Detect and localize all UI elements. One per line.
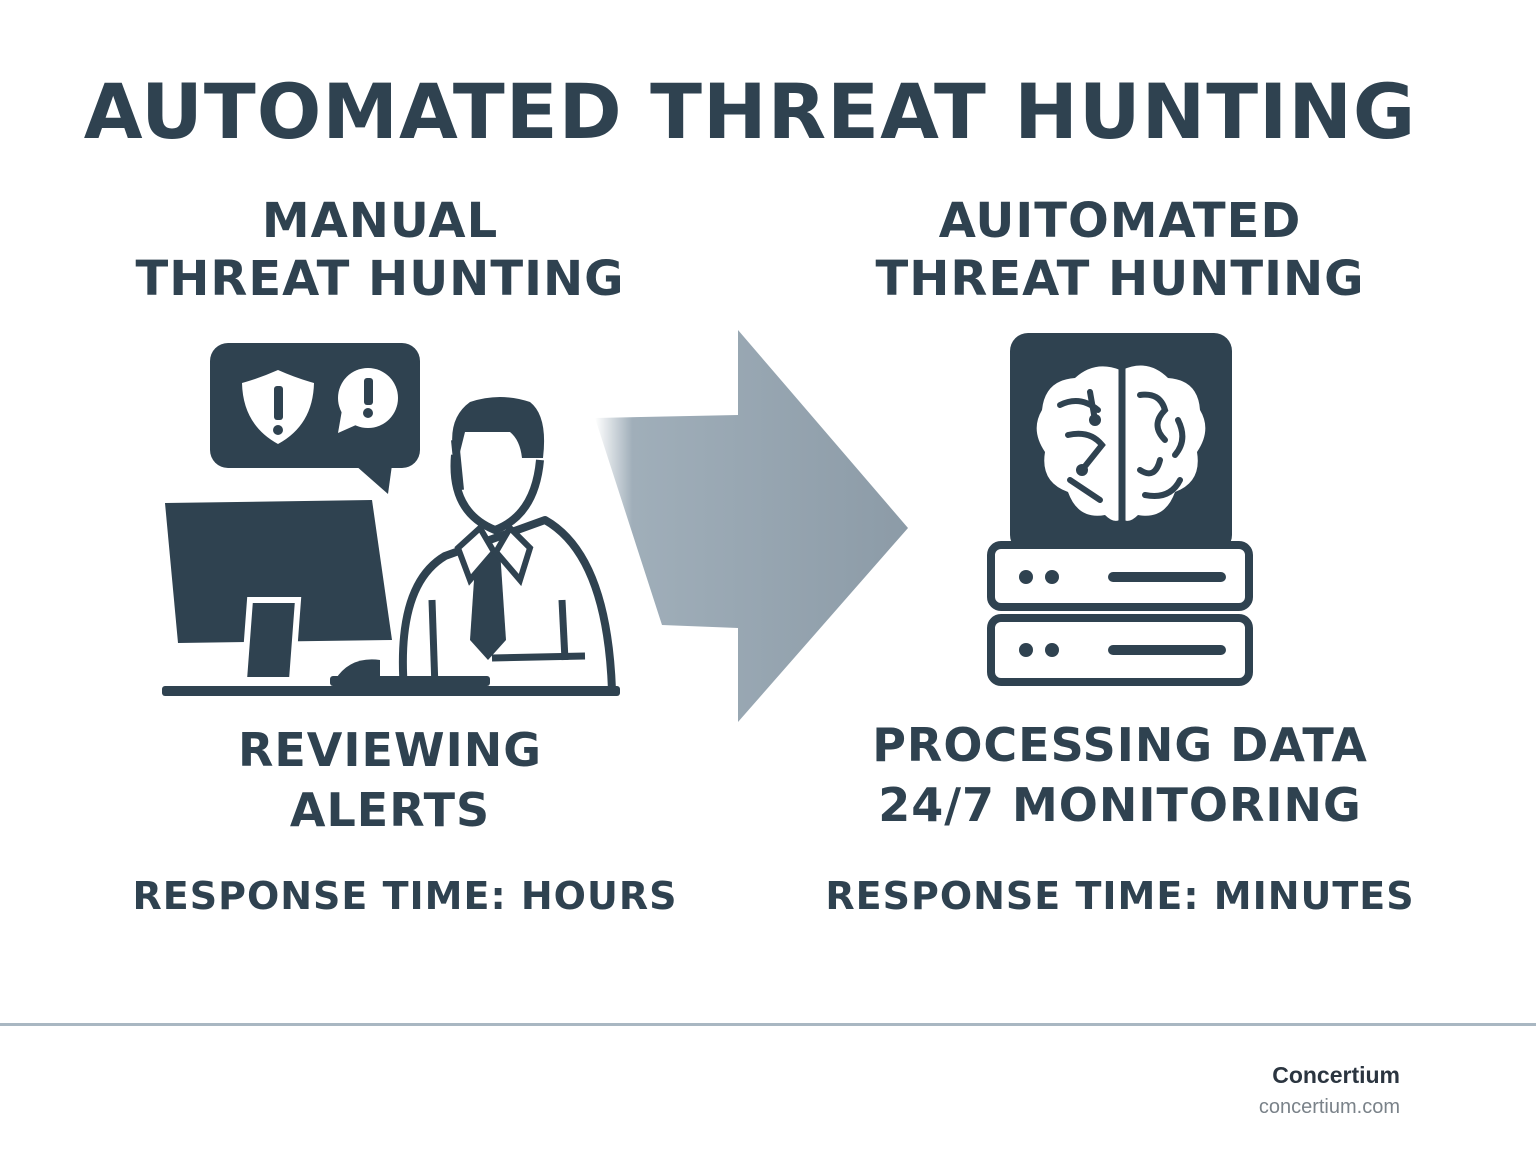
manual-heading-line1: MANUAL xyxy=(261,193,499,249)
automated-heading-line1: AUITOMATED xyxy=(938,193,1302,249)
manual-caption-line1: REVIEWING xyxy=(237,723,543,777)
brand-name: Concertium xyxy=(1272,1062,1400,1088)
desk-line xyxy=(162,686,620,696)
automated-caption: PROCESSING DATA 24/7 MONITORING xyxy=(860,715,1380,835)
automated-caption-line2: 24/7 MONITORING xyxy=(878,778,1362,832)
automated-response-time: RESPONSE TIME: MINUTES xyxy=(825,874,1415,918)
arrow-right-icon xyxy=(595,330,908,722)
server-rack-icon xyxy=(987,541,1253,686)
manual-caption-line2: ALERTS xyxy=(289,783,491,837)
speech-bubble-alert-icon xyxy=(338,368,398,433)
person-at-desk-icon xyxy=(330,397,616,694)
manual-caption: REVIEWING ALERTS xyxy=(130,720,650,840)
page-title: AUTOMATED THREAT HUNTING xyxy=(83,67,1417,156)
ai-brain-icon xyxy=(1010,333,1232,553)
manual-heading: MANUAL THREAT HUNTING xyxy=(120,192,640,308)
shield-alert-icon xyxy=(242,370,314,444)
footer-divider xyxy=(0,1023,1536,1026)
automated-heading-line2: THREAT HUNTING xyxy=(875,251,1365,307)
manual-heading-line2: THREAT HUNTING xyxy=(135,251,625,307)
automated-heading: AUITOMATED THREAT HUNTING xyxy=(860,192,1380,308)
brand-url[interactable]: concertium.com xyxy=(1258,1096,1400,1118)
automated-caption-line1: PROCESSING DATA xyxy=(872,718,1368,772)
computer-monitor-icon xyxy=(165,500,392,683)
manual-response-time: RESPONSE TIME: HOURS xyxy=(132,874,678,918)
